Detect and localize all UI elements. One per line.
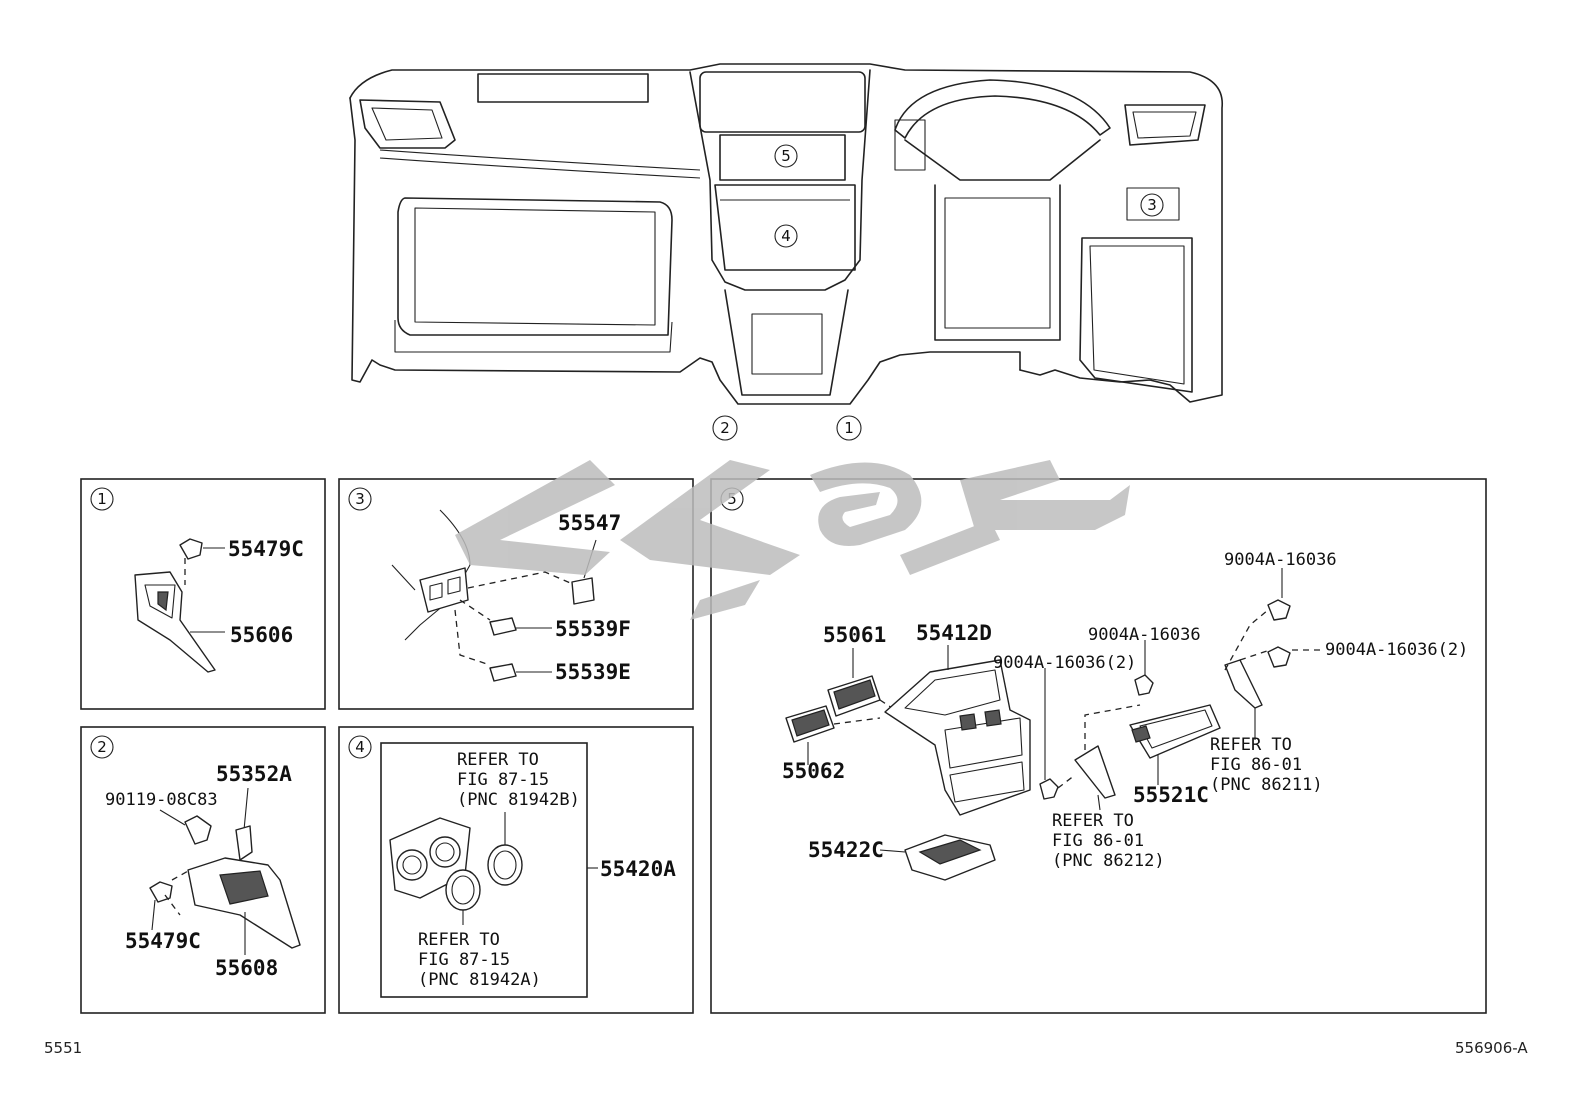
part-label: 55606 (230, 623, 293, 647)
callout-1-overview (836, 415, 862, 441)
panel-3-frame (338, 478, 694, 710)
trim-panel-55608 (187, 857, 301, 949)
refer-text: FIG 86-01 (1052, 831, 1144, 851)
refer-text: REFER TO (1052, 811, 1134, 831)
part-label: 55352A (216, 762, 292, 786)
callout-2-overview (712, 415, 738, 441)
part-label: 55521C (1133, 783, 1209, 807)
part-label: 55539F (555, 617, 631, 641)
panel-1-number: 1 (97, 490, 107, 508)
callout-4-label: 4 (781, 227, 791, 245)
refer-text: (PNC 81942B) (457, 790, 580, 810)
panel-2-frame (80, 726, 326, 1014)
panel-2: 2 55352A 90119-08C83 55479C 55608 (90, 735, 301, 980)
part-label: 55479C (125, 929, 201, 953)
refer-text: (PNC 86211) (1210, 775, 1323, 795)
callout-5-overview (774, 144, 798, 168)
part-label: 90119-08C83 (105, 790, 218, 810)
panel-4-number: 4 (355, 738, 365, 756)
box-55521C (1129, 704, 1221, 759)
part-label: 9004A-16036 (1088, 625, 1201, 645)
panel-4: 4 REFER TO FIG 87-15 (PNC 81942B) REFER … (348, 735, 676, 998)
panel-4-frame (338, 726, 694, 1014)
refer-text: FIG 86-01 (1210, 755, 1302, 775)
overview-callouts: 5 4 3 2 1 (712, 144, 1164, 441)
footer-right-code: 556906-A (1455, 1039, 1528, 1057)
panel-4-inner-frame (380, 742, 588, 998)
footer-left-code: 5551 (44, 1039, 83, 1057)
callout-1-label: 1 (844, 419, 854, 437)
panel-5-frame (710, 478, 1487, 1014)
refer-text: REFER TO (418, 930, 500, 950)
brand-watermark-logo-icon (455, 460, 1130, 620)
panel-2-number: 2 (97, 738, 107, 756)
panel-5: 5 55061 55062 55412D 55422C 9004A-16036(… (720, 487, 1468, 881)
callout-5-label: 5 (781, 147, 791, 165)
refer-text: FIG 87-15 (457, 770, 549, 790)
panel-3-number: 3 (355, 490, 365, 508)
callout-4-overview (774, 224, 798, 248)
panel-1-frame (80, 478, 326, 710)
panel-1: 1 55479C 55606 (90, 487, 304, 673)
part-label: 55412D (916, 621, 992, 645)
part-label: 9004A-16036(2) (993, 653, 1136, 673)
refer-text: (PNC 86212) (1052, 851, 1165, 871)
dashboard-overview (349, 63, 1223, 405)
refer-text: (PNC 81942A) (418, 970, 541, 990)
part-label: 9004A-16036 (1224, 550, 1337, 570)
part-label: 55608 (215, 956, 278, 980)
part-label: 55479C (228, 537, 304, 561)
panel-5-number: 5 (727, 490, 737, 508)
callout-2-label: 2 (720, 419, 730, 437)
callout-3-overview (1140, 193, 1164, 217)
part-label: 55422C (808, 838, 884, 862)
refer-text: FIG 87-15 (418, 950, 510, 970)
part-label: 55062 (782, 759, 845, 783)
side-panel-55606 (134, 571, 216, 673)
refer-text: REFER TO (457, 750, 539, 770)
refer-text: REFER TO (1210, 735, 1292, 755)
part-label: 9004A-16036(2) (1325, 640, 1468, 660)
center-bezel-55412D (884, 659, 1031, 816)
part-label: 55547 (558, 511, 621, 535)
clip-55479C (179, 538, 203, 560)
part-label: 55061 (823, 623, 886, 647)
part-label: 55420A (600, 857, 676, 881)
part-label: 55539E (555, 660, 631, 684)
callout-3-label: 3 (1147, 196, 1157, 214)
panel-3: 3 55547 55539F 55539E (348, 487, 631, 684)
